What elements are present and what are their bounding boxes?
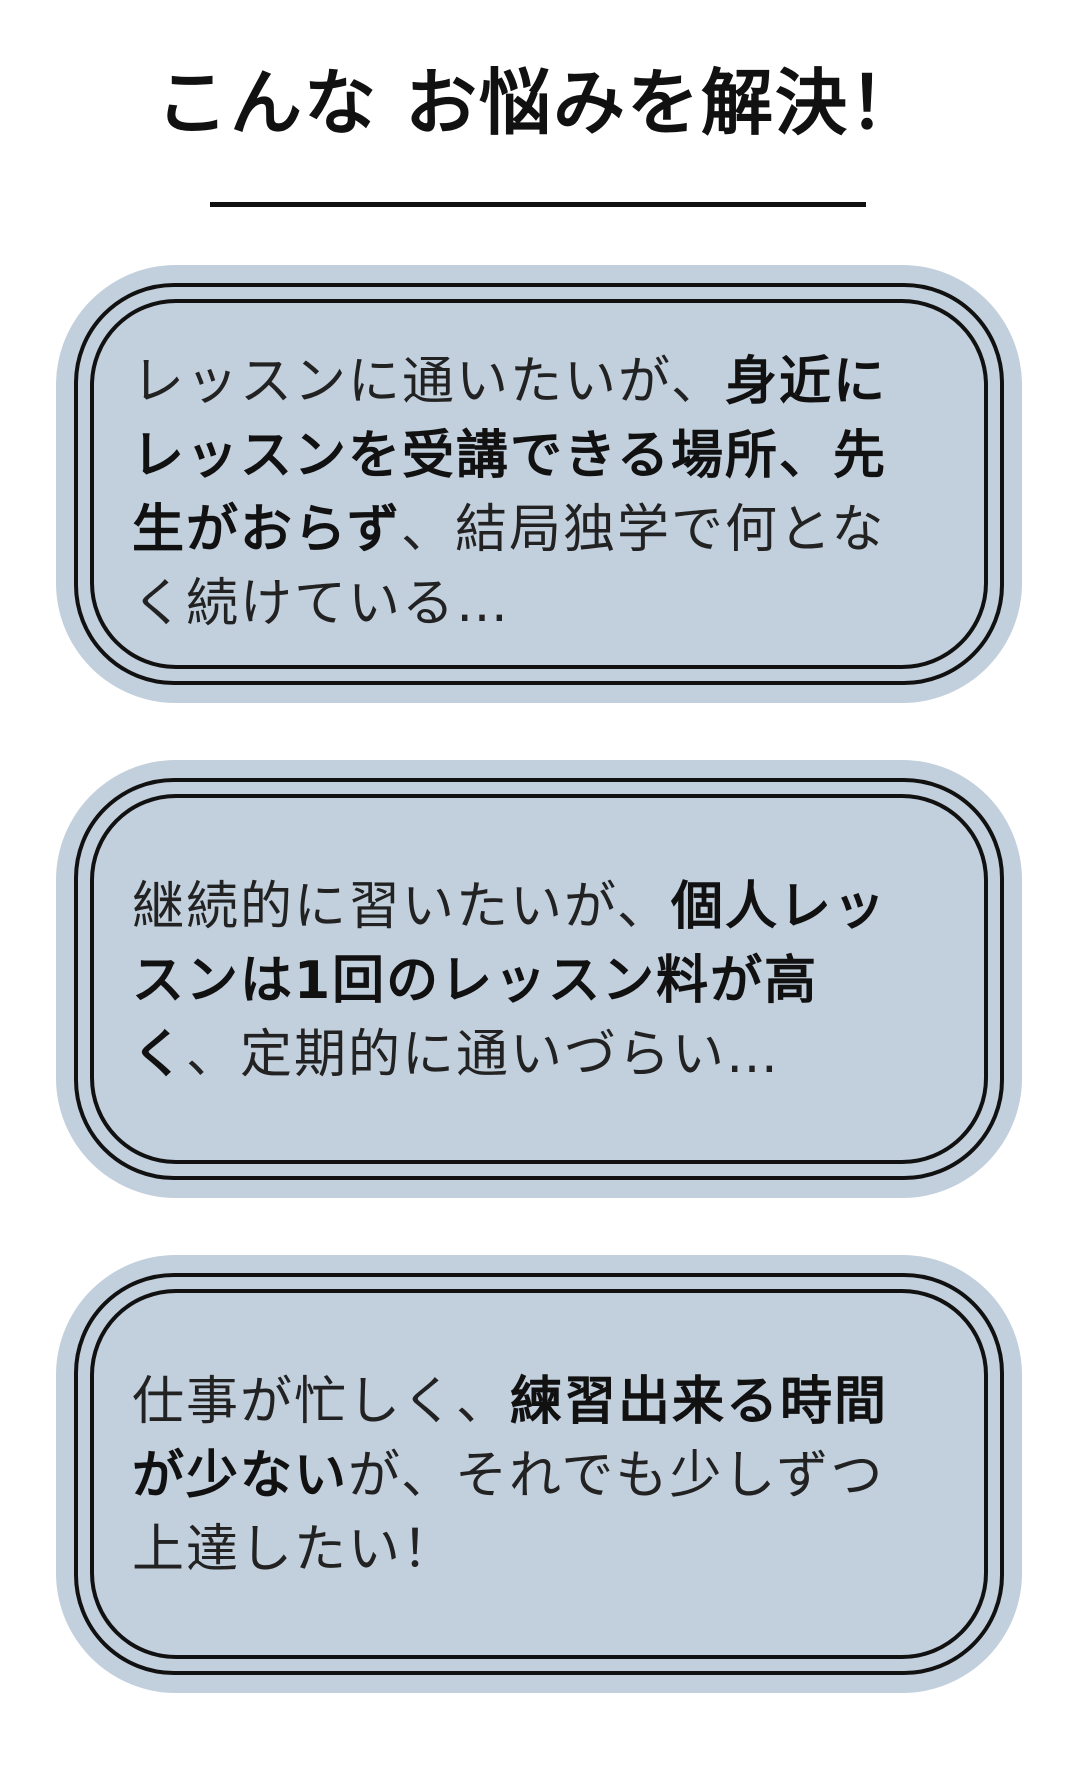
text-emphasis: スンは1回のレッスン料が高: [132, 951, 819, 1011]
page-title: こんな お悩みを解決！: [155, 61, 924, 145]
text-line: スンは1回のレッスン料が高: [132, 951, 818, 1011]
worry-card-1: レッスンに通いたいが、身近に レッスンを受講できる場所、先 生がおらず、結局独学…: [56, 265, 1022, 703]
card-inner-border: [90, 1289, 988, 1659]
text-emphasis: 練習出来る時間: [510, 1372, 889, 1432]
text-normal: 、結局独学で何とな: [400, 500, 886, 560]
card-outer-border: [74, 283, 1004, 685]
text-line: く続けている…: [132, 574, 510, 634]
card-outer-border: [74, 778, 1004, 1180]
worry-card-3: 仕事が忙しく、練習出来る時間 が少ないが、それでも少しずつ 上達したい！: [56, 1255, 1022, 1693]
card-outer-border: [74, 1273, 1004, 1675]
text-emphasis: 個人レッ: [670, 877, 887, 937]
worry-text: 仕事が忙しく、練習出来る時間 が少ないが、それでも少しずつ 上達したい！: [132, 1365, 946, 1587]
text-line: 継続的に習いたいが、個人レッ: [132, 877, 887, 937]
text-line: 仕事が忙しく、練習出来る時間: [132, 1372, 888, 1432]
text-normal: 継続的に習いたいが、: [132, 877, 671, 937]
worry-card-2: 継続的に習いたいが、個人レッ スンは1回のレッスン料が高 く、定期的に通いづらい…: [56, 760, 1022, 1198]
worry-text: レッスンに通いたいが、身近に レッスンを受講できる場所、先 生がおらず、結局独学…: [132, 345, 946, 641]
title-underline: [210, 202, 866, 207]
text-normal: 上達したい！: [132, 1520, 457, 1580]
text-line: レッスンを受講できる場所、先: [132, 426, 887, 486]
text-line: が少ないが、それでも少しずつ: [132, 1446, 884, 1506]
text-line: 上達したい！: [132, 1520, 456, 1580]
text-line: 生がおらず、結局独学で何とな: [132, 500, 885, 560]
text-normal: 、定期的に通いづらい…: [186, 1025, 781, 1085]
text-emphasis: が少ない: [132, 1446, 349, 1506]
text-emphasis: く: [132, 1025, 187, 1085]
card-inner-border: [90, 794, 988, 1164]
text-normal: が、それでも少しずつ: [348, 1446, 885, 1506]
text-line: レッスンに通いたいが、身近に: [132, 352, 887, 412]
text-normal: 仕事が忙しく、: [132, 1372, 511, 1432]
text-emphasis: 身近に: [724, 352, 887, 412]
text-normal: レッスンに通いたいが、: [132, 352, 725, 412]
text-line: く、定期的に通いづらい…: [132, 1025, 780, 1085]
card-inner-border: [90, 299, 988, 669]
text-normal: く続けている…: [132, 574, 511, 634]
text-emphasis: 生がおらず: [132, 500, 401, 560]
text-emphasis: レッスンを受講できる場所、先: [132, 426, 887, 486]
worry-text: 継続的に習いたいが、個人レッ スンは1回のレッスン料が高 く、定期的に通いづらい…: [132, 870, 946, 1092]
